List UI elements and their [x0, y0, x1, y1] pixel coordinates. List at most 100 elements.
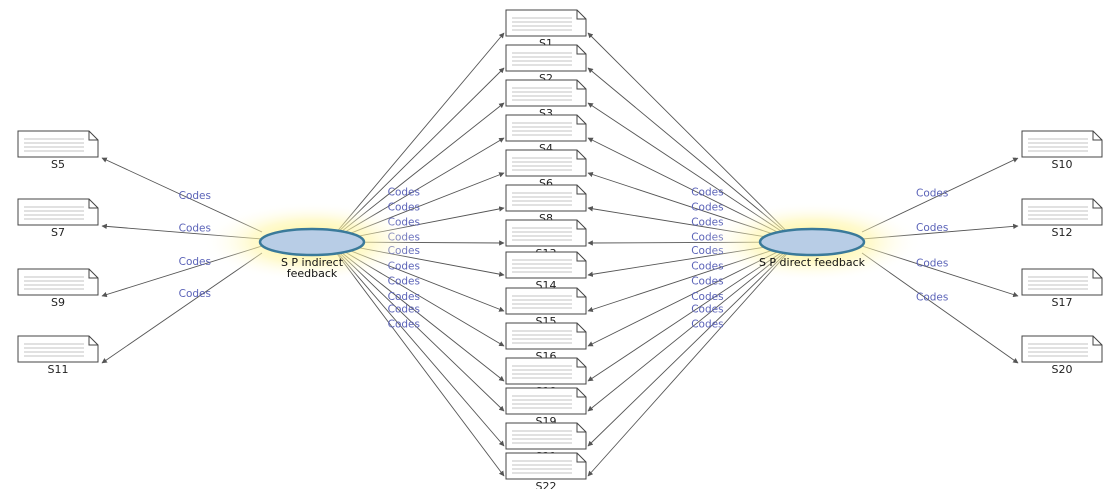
document-icon [505, 322, 587, 350]
codes-edge [336, 67, 505, 234]
document-node-s10[interactable]: S10 [1021, 130, 1103, 171]
document-icon [505, 114, 587, 142]
page-fold-icon [88, 131, 98, 141]
document-node-s5[interactable]: S5 [17, 130, 99, 171]
document-label: S10 [1052, 158, 1073, 171]
page-fold-icon [576, 252, 586, 262]
edge-label-codes: Codes [691, 261, 723, 273]
edge-label-codes: Codes [691, 304, 723, 316]
document-icon [17, 335, 99, 363]
hub-ellipse [258, 227, 366, 257]
page-fold-icon [576, 453, 586, 463]
document-label: S20 [1052, 363, 1073, 376]
document-node-s16[interactable]: S16 [505, 322, 587, 363]
page-fold-icon [1092, 269, 1102, 279]
edge-label-codes: Codes [388, 186, 420, 198]
document-node-s4[interactable]: S4 [505, 114, 587, 155]
document-node-s7[interactable]: S7 [17, 198, 99, 239]
page-fold-icon [576, 115, 586, 125]
edge-label-codes: Codes [691, 201, 723, 213]
document-icon [505, 184, 587, 212]
edge-label-codes: Codes [388, 304, 420, 316]
page-fold-icon [576, 150, 586, 160]
edge-label-codes: Codes [691, 319, 723, 331]
document-icon [1021, 335, 1103, 363]
document-label: S12 [1052, 226, 1073, 239]
document-label: S9 [51, 296, 65, 309]
codes-edge [587, 67, 788, 234]
page-fold-icon [1092, 199, 1102, 209]
document-icon [505, 357, 587, 385]
document-node-s9[interactable]: S9 [17, 268, 99, 309]
edge-label-codes: Codes [179, 190, 211, 202]
document-node-s3[interactable]: S3 [505, 79, 587, 120]
document-node-s14[interactable]: S14 [505, 251, 587, 292]
edge-label-codes: Codes [388, 319, 420, 331]
codes-edge [861, 252, 1019, 364]
document-icon [505, 452, 587, 480]
page-fold-icon [88, 336, 98, 346]
document-node-s8[interactable]: S8 [505, 184, 587, 225]
document-node-s6[interactable]: S6 [505, 149, 587, 190]
edge-label-codes: Codes [916, 222, 948, 234]
page-fold-icon [576, 388, 586, 398]
edge-label-codes: Codes [388, 276, 420, 288]
page-fold-icon [576, 45, 586, 55]
document-icon [1021, 198, 1103, 226]
document-node-s12[interactable]: S12 [1021, 198, 1103, 239]
document-icon [17, 268, 99, 296]
page-fold-icon [88, 269, 98, 279]
document-node-s11[interactable]: S11 [17, 335, 99, 376]
codes-edge [336, 250, 505, 412]
document-label: S22 [536, 480, 557, 489]
page-fold-icon [576, 185, 586, 195]
codes-edge [336, 251, 505, 447]
document-label: S17 [1052, 296, 1073, 309]
page-fold-icon [1092, 131, 1102, 141]
document-icon [1021, 268, 1103, 296]
document-icon [505, 79, 587, 107]
document-node-s20[interactable]: S20 [1021, 335, 1103, 376]
document-icon [505, 422, 587, 450]
document-node-s1[interactable]: S1 [505, 9, 587, 50]
page-fold-icon [576, 220, 586, 230]
document-icon [505, 149, 587, 177]
page-fold-icon [576, 288, 586, 298]
codes-edge [587, 251, 788, 447]
document-icon [505, 9, 587, 37]
page-fold-icon [1092, 336, 1102, 346]
document-node-s17[interactable]: S17 [1021, 268, 1103, 309]
edge-label-codes: Codes [388, 201, 420, 213]
document-node-s19[interactable]: S19 [505, 387, 587, 428]
document-icon [17, 198, 99, 226]
page-fold-icon [576, 423, 586, 433]
edge-label-codes: Codes [388, 291, 420, 303]
document-label: S5 [51, 158, 65, 171]
hub-node-direct[interactable]: S P direct feedback [702, 202, 922, 282]
document-node-s22[interactable]: S22 [505, 452, 587, 489]
codes-edge [587, 250, 788, 412]
edge-label-codes: Codes [179, 223, 211, 235]
page-fold-icon [576, 358, 586, 368]
document-node-s15[interactable]: S15 [505, 287, 587, 328]
document-icon [505, 251, 587, 279]
codes-edge [336, 253, 505, 477]
codes-edge [587, 253, 788, 477]
page-fold-icon [576, 323, 586, 333]
edge-label-codes: Codes [179, 288, 211, 300]
document-icon [17, 130, 99, 158]
document-node-s2[interactable]: S2 [505, 44, 587, 85]
hub-label: feedback [287, 267, 338, 280]
page-fold-icon [576, 10, 586, 20]
hub-label: S P indirect [281, 256, 344, 269]
page-fold-icon [576, 80, 586, 90]
codes-edge [336, 32, 505, 232]
codes-edge [101, 252, 263, 364]
edge-label-codes: Codes [179, 256, 211, 268]
document-icon [505, 287, 587, 315]
edge-label-codes: Codes [691, 276, 723, 288]
hub-label: S P direct feedback [759, 256, 866, 269]
edge-label-codes: Codes [916, 258, 948, 270]
